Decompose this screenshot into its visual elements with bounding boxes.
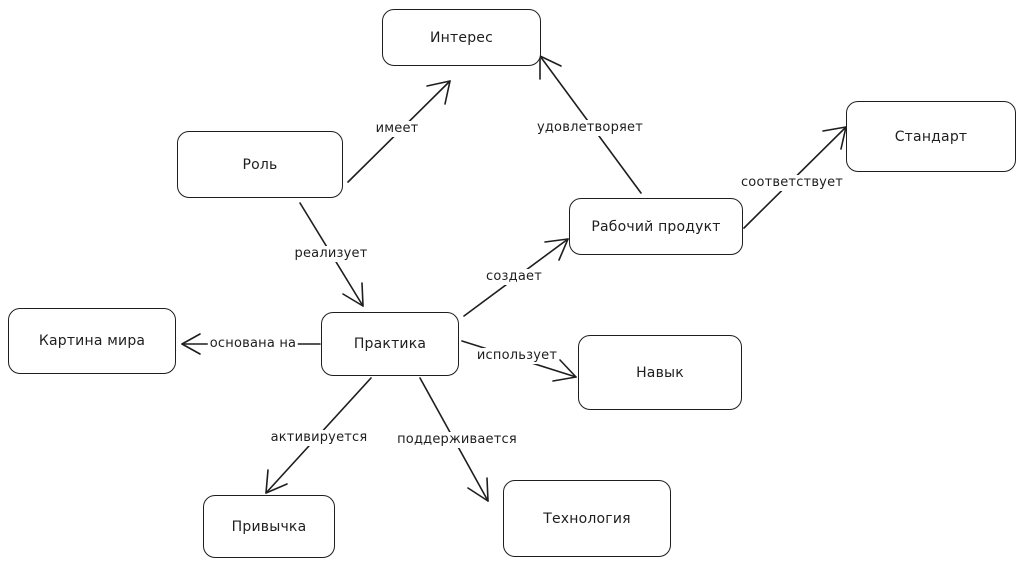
node-kartina-mira-label: Картина мира (38, 333, 146, 349)
edge-label-ispolzuet: использует (474, 348, 560, 364)
edge-label-aktiviruetsya: активируется (268, 430, 370, 446)
node-rol-label: Роль (242, 156, 278, 173)
edge-label-sootvetstvuet: соответствует (738, 175, 846, 191)
node-navyk-label: Навык (636, 364, 684, 381)
node-interes[interactable]: Интерес (382, 9, 541, 66)
node-standart[interactable]: Стандарт (846, 101, 1016, 172)
node-standart-label: Стандарт (894, 128, 968, 145)
node-rol[interactable]: Роль (177, 131, 343, 198)
edge-label-realizuet: реализует (292, 246, 370, 262)
node-rabochiy-produkt-label: Рабочий продукт (591, 218, 721, 235)
node-privychka[interactable]: Привычка (203, 495, 335, 558)
edge-label-osnovana-na: основана на (207, 336, 299, 352)
node-rabochiy-produkt[interactable]: Рабочий продукт (569, 198, 743, 255)
node-tehnologiya-label: Технология (543, 510, 631, 527)
node-navyk[interactable]: Навык (578, 335, 742, 410)
node-interes-label: Интерес (430, 29, 493, 46)
node-privychka-label: Привычка (231, 518, 307, 535)
edge-label-imeet: имеет (373, 121, 421, 137)
node-praktika-label: Практика (353, 336, 427, 352)
edge-label-podderzhivaetsya: поддерживается (395, 432, 519, 448)
node-tehnologiya[interactable]: Технология (503, 480, 671, 557)
node-praktika[interactable]: Практика (321, 312, 459, 376)
node-kartina-mira[interactable]: Картина мира (8, 308, 176, 374)
edge-label-udovletvoryaet: удовлетворяет (534, 120, 646, 136)
edge-label-sozdaet: создает (484, 269, 544, 285)
